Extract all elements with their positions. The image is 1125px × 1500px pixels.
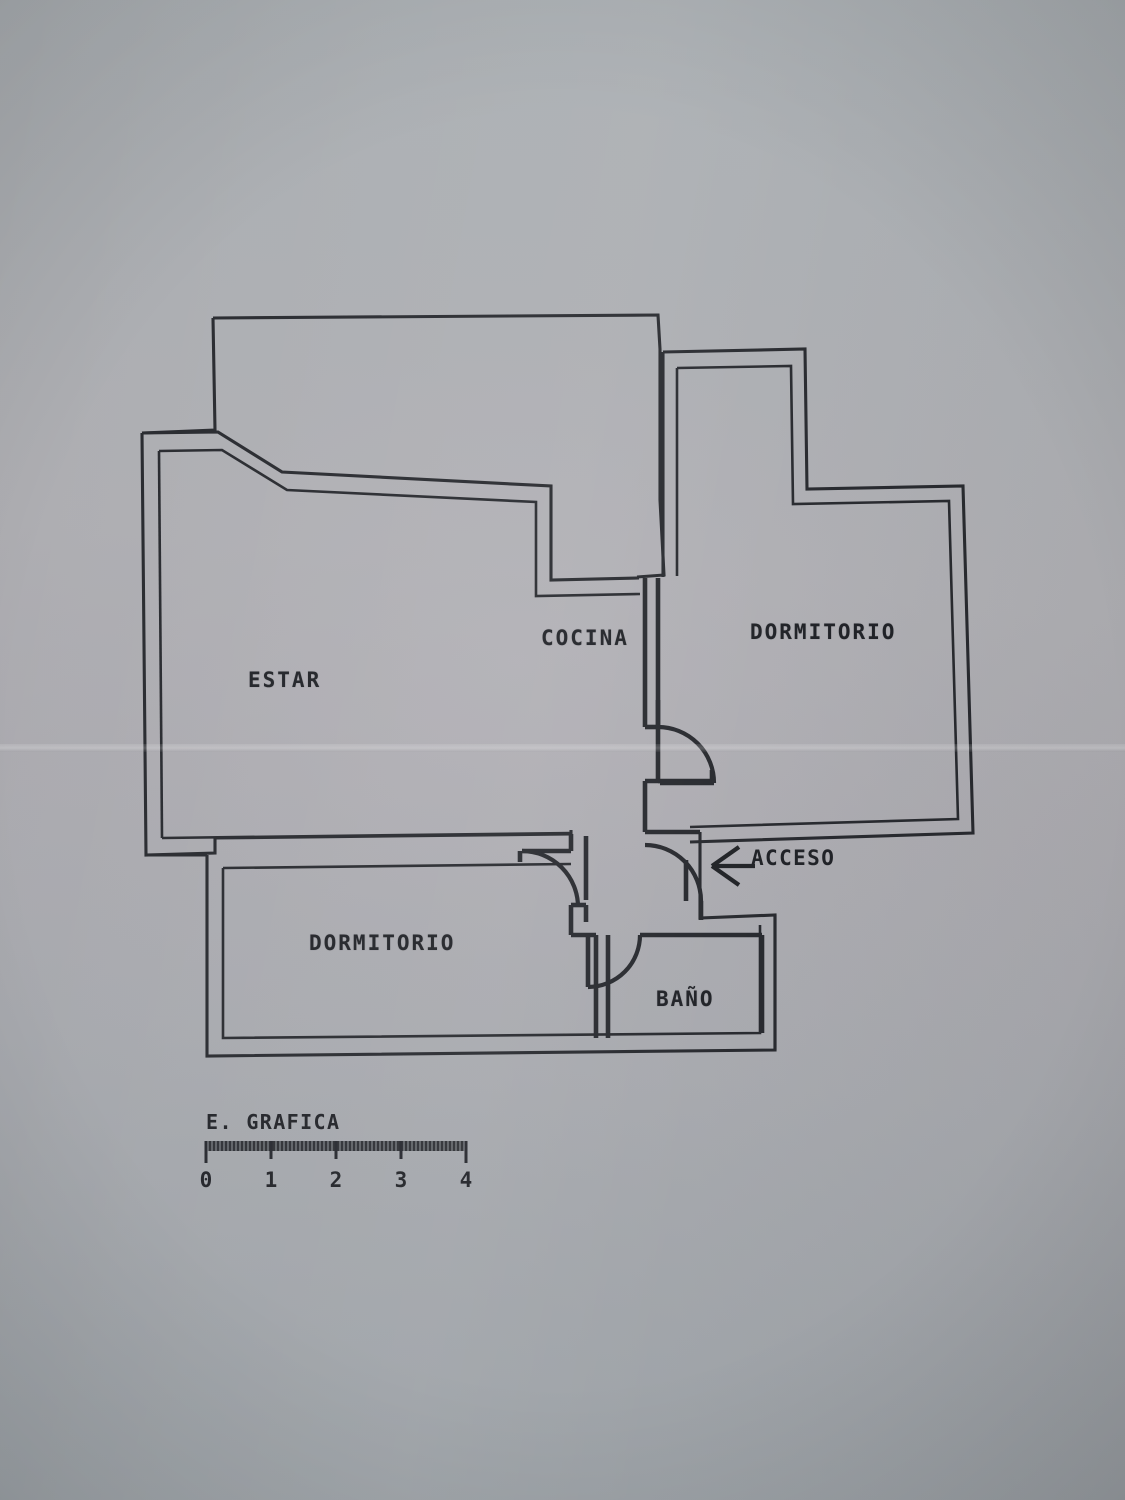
scale-bar-graphic xyxy=(204,1141,468,1163)
scale-tick-1: 1 xyxy=(264,1168,278,1192)
room-label-estar: ESTAR xyxy=(248,668,322,692)
room-label-bano: BAÑO xyxy=(656,987,715,1011)
door-arc-bano xyxy=(585,934,643,990)
central-spine-wall xyxy=(642,578,715,835)
estar-inner-wall xyxy=(157,448,641,840)
door-arc-acceso xyxy=(644,842,704,920)
scale-tick-3: 3 xyxy=(394,1168,408,1192)
door-arc-dormitorio-1 xyxy=(657,724,717,786)
bano-outer-wall xyxy=(698,832,777,1050)
scale-tick-2: 2 xyxy=(329,1168,343,1192)
door-arc-dormitorio-2 xyxy=(517,848,581,908)
scale-bar-title: E. GRAFICA xyxy=(206,1110,341,1134)
upper-outline-walls xyxy=(141,313,666,579)
scale-tick-0: 0 xyxy=(199,1168,213,1192)
dormitorio-2-partition xyxy=(522,834,596,938)
dormitorio-2-inner-wall xyxy=(221,862,762,1040)
room-label-dormitorio-1: DORMITORIO xyxy=(750,620,897,644)
acceso-arrow-icon xyxy=(710,845,755,887)
estar-outer-wall xyxy=(140,430,640,857)
room-label-dormitorio-2: DORMITORIO xyxy=(309,931,456,955)
dormitorio-1-outer-wall xyxy=(661,347,975,844)
room-label-cocina: COCINA xyxy=(541,626,629,650)
dormitorio-1-inner-wall xyxy=(675,364,960,829)
acceso-label: ACCESO xyxy=(751,846,836,870)
scale-tick-4: 4 xyxy=(459,1168,473,1192)
dormitorio-2-outer-wall xyxy=(146,853,777,1058)
